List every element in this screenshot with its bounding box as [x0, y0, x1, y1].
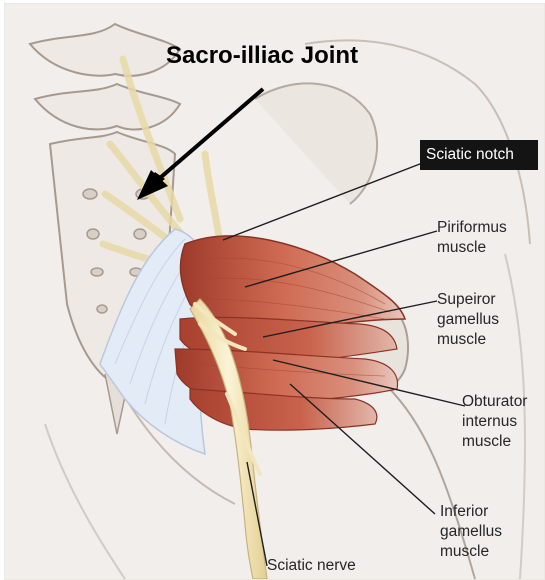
piriformis-label: Piriformus muscle: [437, 218, 507, 258]
superior-gemellus-label: Supeiror gamellus muscle: [437, 290, 499, 350]
obturator-internus-label: Obturator internus muscle: [462, 392, 527, 452]
sciatic-notch-label: Sciatic notch: [420, 140, 538, 170]
inferior-gemellus-label: Inferior gamellus muscle: [440, 502, 502, 562]
ilium-outline: [255, 83, 377, 204]
si-joint-label: Sacro-illiac Joint: [166, 42, 358, 70]
sciatic-nerve-label: Sciatic nerve: [267, 556, 356, 576]
lower-curve: [45, 424, 125, 579]
